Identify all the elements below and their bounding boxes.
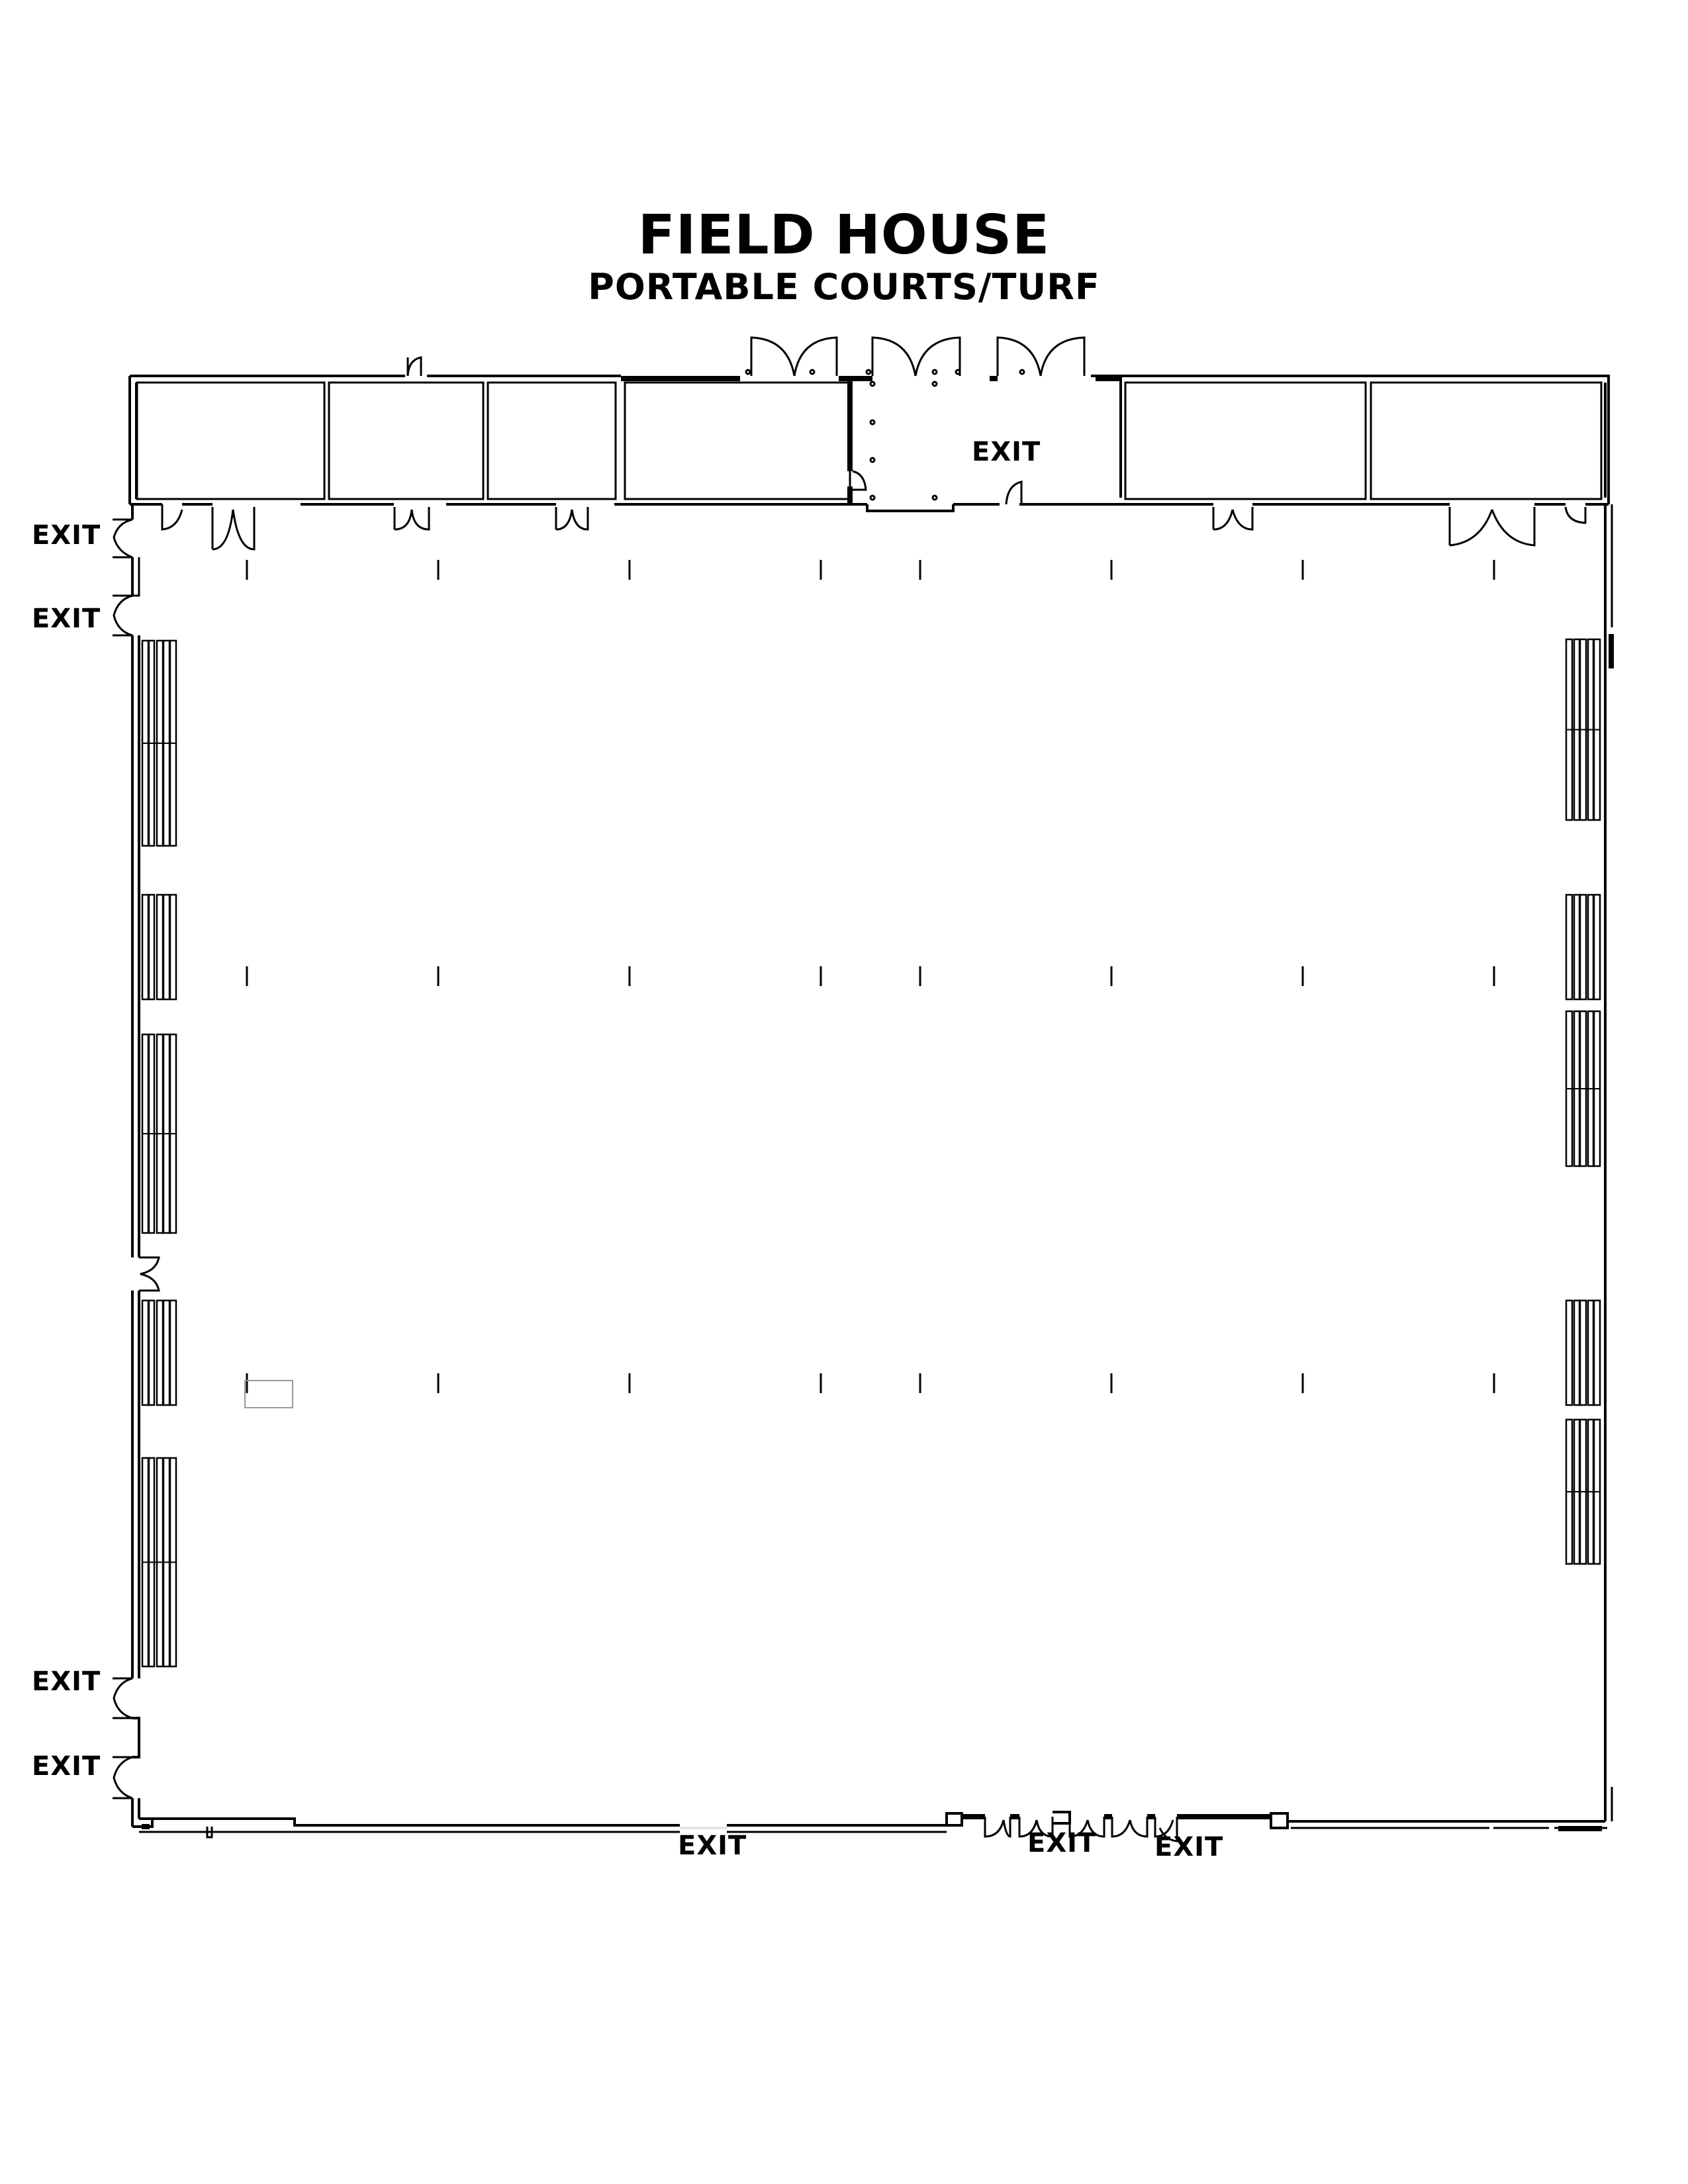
court: x bbox=[246, 1373, 822, 1393]
bleacher-section bbox=[141, 639, 177, 847]
marker-box bbox=[244, 1380, 293, 1408]
court-2: x bbox=[919, 560, 1495, 580]
court-1: x bbox=[246, 560, 822, 580]
bleachers-west bbox=[141, 639, 177, 1668]
page-title: FIELD HOUSE bbox=[637, 204, 1051, 267]
bleacher-section bbox=[1565, 893, 1601, 1001]
gym-perimeter bbox=[113, 504, 1614, 1843]
court: x bbox=[919, 560, 1495, 580]
court-4: x bbox=[919, 966, 1495, 986]
exit-west-3-label: EXIT bbox=[32, 1666, 101, 1697]
exit-west-4-label: EXIT bbox=[32, 1751, 101, 1782]
bleacher-section bbox=[1565, 1010, 1601, 1167]
bleacher-section bbox=[141, 1033, 177, 1234]
exit-west-1-label: EXIT bbox=[32, 520, 101, 551]
bleacher-section bbox=[1565, 1299, 1601, 1406]
court-5: x bbox=[246, 1373, 822, 1393]
court: x bbox=[246, 966, 822, 986]
exit-west-2-label: EXIT bbox=[32, 604, 101, 634]
north-rooms bbox=[128, 375, 1610, 512]
exit-south-2-label: EXIT bbox=[1027, 1828, 1097, 1858]
court: x bbox=[246, 560, 822, 580]
bleacher-section bbox=[1565, 1418, 1601, 1565]
bleacher-section bbox=[1565, 638, 1601, 821]
court-6: x bbox=[919, 1373, 1495, 1393]
court: x bbox=[919, 966, 1495, 986]
exit-south-3-label: EXIT bbox=[1154, 1832, 1224, 1862]
bleachers-east bbox=[1565, 638, 1601, 1565]
bleacher-section bbox=[141, 893, 177, 1001]
north-doors bbox=[161, 336, 1587, 551]
basketball-courts: x x bbox=[246, 560, 1495, 1393]
court: x bbox=[919, 1373, 1495, 1393]
bleacher-section bbox=[141, 1457, 177, 1668]
court-3: x bbox=[246, 966, 822, 986]
exit-south-1-label: EXIT bbox=[678, 1831, 747, 1861]
page-subtitle: PORTABLE COURTS/TURF bbox=[588, 266, 1100, 308]
bleacher-section bbox=[141, 1299, 177, 1406]
exit-north-lobby-label: EXIT bbox=[972, 437, 1041, 467]
